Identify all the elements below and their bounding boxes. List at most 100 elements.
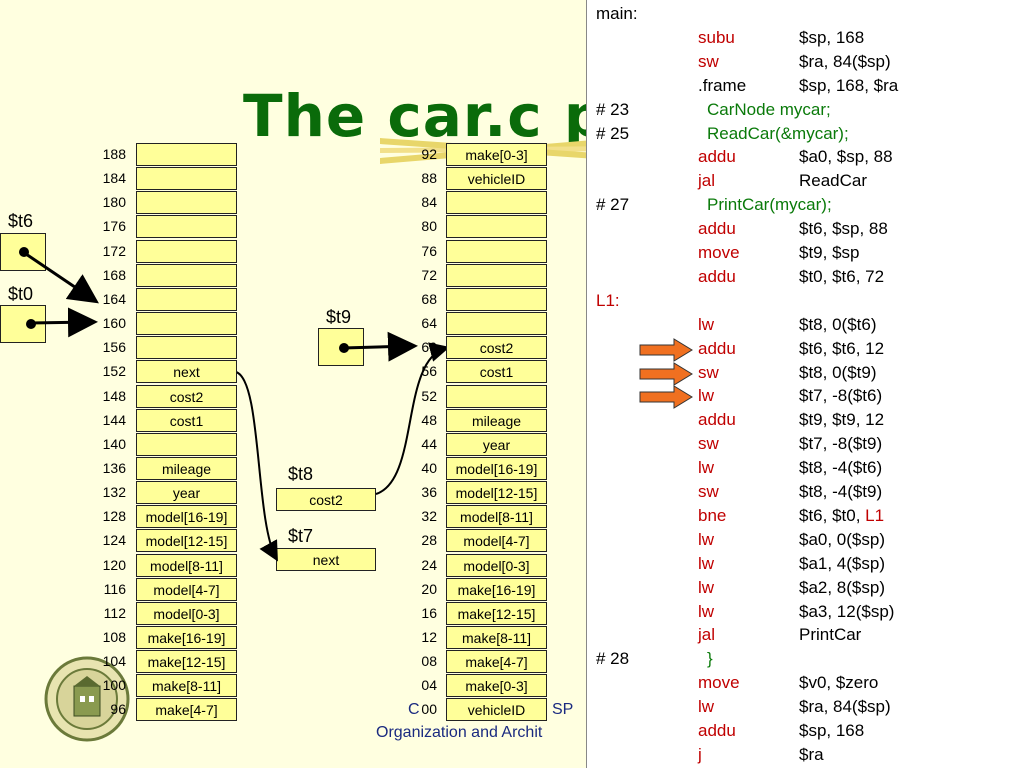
- memory-cell: make[12-15]: [446, 602, 547, 625]
- source-line-comment: # 27: [596, 195, 630, 214]
- memory-cell: [446, 288, 547, 311]
- memory-address: 168: [102, 267, 126, 283]
- memory-cell: model[16-19]: [446, 457, 547, 480]
- memory-cell: [136, 215, 237, 238]
- memory-address: 188: [102, 146, 126, 162]
- memory-address: 148: [102, 388, 126, 404]
- memory-cell: year: [136, 481, 237, 504]
- source-line-comment: # 23: [596, 100, 630, 119]
- memory-address: 116: [103, 581, 126, 597]
- code-operands: $a3, 12($sp): [799, 602, 895, 621]
- code-operands: PrintCar: [799, 625, 862, 644]
- memory-address: 44: [421, 436, 437, 452]
- memory-cell: make[16-19]: [136, 626, 237, 649]
- code-opcode: lw: [698, 554, 715, 573]
- code-opcode: addu: [698, 410, 736, 429]
- memory-cell: [136, 312, 237, 335]
- memory-address: 48: [421, 412, 437, 428]
- code-operands: $a1, 4($sp): [799, 554, 885, 573]
- memory-cell: make[8-11]: [136, 674, 237, 697]
- memory-cell: cost1: [446, 360, 547, 383]
- memory-address: 172: [102, 243, 126, 259]
- memory-address: 120: [102, 557, 126, 573]
- memory-address: 140: [102, 436, 126, 452]
- code-operands: $t6, $t6, 12: [799, 339, 885, 358]
- memory-cell: [446, 264, 547, 287]
- code-operands: $sp, 168: [799, 721, 865, 740]
- memory-cell: model[8-11]: [136, 554, 237, 577]
- memory-address: 108: [102, 629, 126, 645]
- register-t9-label: $t9: [326, 307, 352, 327]
- memory-cell: [136, 288, 237, 311]
- slide-title: The car.c p: [243, 82, 607, 150]
- register-t9-box: [318, 328, 364, 366]
- register-t7-label: $t7: [288, 526, 314, 546]
- memory-cell: model[16-19]: [136, 505, 237, 528]
- memory-address: 28: [421, 532, 437, 548]
- memory-cell: cost2: [446, 336, 547, 359]
- memory-cell: model[12-15]: [446, 481, 547, 504]
- memory-address: 16: [421, 605, 437, 621]
- memory-address: 112: [103, 605, 126, 621]
- register-t0-box: [0, 305, 46, 343]
- memory-address: 124: [102, 532, 126, 548]
- register-t8-value: cost2: [276, 488, 376, 511]
- pointer-dot: [26, 319, 36, 329]
- code-operands: $t7, -8($t9): [799, 434, 883, 453]
- code-opcode: lw: [698, 458, 715, 477]
- memory-cell: model[4-7]: [136, 578, 237, 601]
- memory-address: 32: [421, 508, 437, 524]
- memory-address: 176: [102, 218, 126, 234]
- source-code-comment: ReadCar(&mycar);: [707, 124, 849, 143]
- memory-address: 128: [102, 508, 126, 524]
- branch-label-ref: L1: [865, 506, 885, 525]
- memory-address: 96: [110, 701, 126, 717]
- code-opcode: lw: [698, 578, 715, 597]
- memory-cell: [136, 264, 237, 287]
- code-opcode: lw: [698, 530, 715, 549]
- memory-cell: [446, 312, 547, 335]
- footer-line1-right: SP: [552, 701, 574, 718]
- code-operands: $t8, -4($t6): [799, 458, 883, 477]
- code-label: main:: [596, 4, 638, 23]
- memory-address: 144: [102, 412, 126, 428]
- memory-cell: model[12-15]: [136, 529, 237, 552]
- code-opcode: sw: [698, 52, 719, 71]
- memory-address: 04: [421, 677, 437, 693]
- memory-address: 164: [102, 291, 126, 307]
- pointer-dot: [19, 247, 29, 257]
- source-line-comment: # 25: [596, 124, 630, 143]
- register-t7-value: next: [276, 548, 376, 571]
- register-t6-label: $t6: [8, 211, 34, 231]
- code-opcode: lw: [698, 315, 715, 334]
- memory-cell: cost2: [136, 385, 237, 408]
- memory-cell: make[12-15]: [136, 650, 237, 673]
- memory-cell: [446, 240, 547, 263]
- memory-cell: [446, 191, 547, 214]
- memory-address: 136: [102, 460, 126, 476]
- code-operands: $a0, 0($sp): [799, 530, 885, 549]
- code-opcode: lw: [698, 697, 715, 716]
- memory-address: 160: [102, 315, 126, 331]
- memory-cell: make[4-7]: [136, 698, 237, 721]
- code-opcode: lw: [698, 602, 715, 621]
- code-operands: $ra, 84($sp): [799, 52, 891, 71]
- code-opcode: sw: [698, 434, 719, 453]
- code-operands: $ra, 84($sp): [799, 697, 891, 716]
- memory-address: 00: [421, 701, 437, 717]
- memory-address: 80: [421, 218, 437, 234]
- memory-address: 152: [102, 363, 126, 379]
- memory-cell: model[0-3]: [136, 602, 237, 625]
- code-opcode: addu: [698, 219, 736, 238]
- memory-cell: [446, 215, 547, 238]
- code-opcode: sw: [698, 363, 719, 382]
- code-operands: $t6, $t0, L1: [799, 506, 885, 525]
- memory-cell: mileage: [136, 457, 237, 480]
- memory-cell: make[0-3]: [446, 674, 547, 697]
- code-label: L1:: [596, 291, 620, 310]
- pointer-dot: [339, 343, 349, 353]
- footer-line1-left: C: [408, 701, 420, 718]
- memory-address: 12: [421, 629, 437, 645]
- memory-address: 100: [102, 677, 126, 693]
